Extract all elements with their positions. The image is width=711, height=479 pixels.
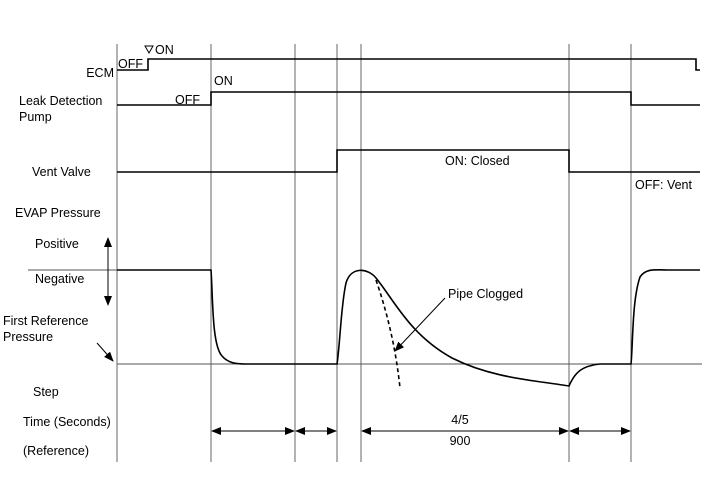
first-reference-pointer xyxy=(96,342,114,362)
first-reference-label-line1: First Reference xyxy=(3,314,89,328)
time-label: Time (Seconds) xyxy=(23,415,111,429)
vent-off-label: OFF: Vent xyxy=(635,178,692,192)
pipe-clogged-leader xyxy=(394,297,446,352)
vent-valve-signal-line xyxy=(117,149,700,173)
step-value-label: 4/5 xyxy=(451,413,469,427)
first-reference-label-line2: Pressure xyxy=(3,330,54,344)
ecm-on-label: ON xyxy=(155,43,174,57)
ecm-signal-line xyxy=(117,58,700,71)
ecm-on-marker-icon xyxy=(144,45,154,55)
vent-valve-label: Vent Valve xyxy=(32,165,91,179)
pump-label-line1: Leak Detection xyxy=(19,94,103,108)
negative-label: Negative xyxy=(35,272,85,286)
pipe-clogged-curve xyxy=(375,279,401,389)
positive-label: Positive xyxy=(35,237,79,251)
pump-off-label: OFF xyxy=(175,93,200,107)
evap-pressure-curve xyxy=(117,269,700,387)
evap-pressure-label: EVAP Pressure xyxy=(15,206,101,220)
reference-label: (Reference) xyxy=(23,444,89,458)
pipe-clogged-label: Pipe Clogged xyxy=(448,287,524,301)
vent-on-closed-label: ON: Closed xyxy=(445,154,510,168)
step-label: Step xyxy=(33,385,59,399)
time-division-lines xyxy=(116,44,632,462)
pump-signal-line xyxy=(117,91,700,106)
pump-on-label: ON xyxy=(214,74,233,88)
ecm-off-label: OFF xyxy=(118,57,143,71)
ecm-label: ECM xyxy=(86,66,114,80)
time-value-label: 900 xyxy=(449,434,471,448)
pump-label-line2: Pump xyxy=(19,110,52,124)
